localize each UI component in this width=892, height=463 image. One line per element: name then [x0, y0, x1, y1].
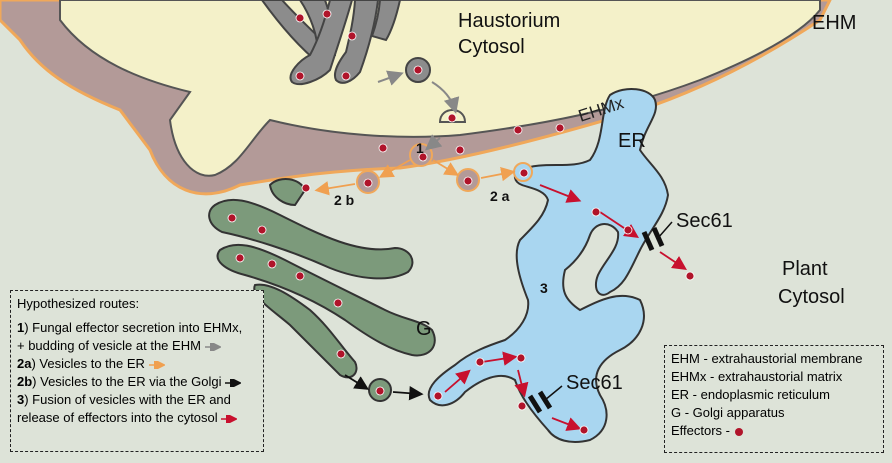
arrows-orange: [314, 159, 516, 196]
route-2a: 2a) Vesicles to the ER: [17, 356, 165, 371]
arrows-gray: [377, 70, 460, 151]
fungal-secretory-tubes: [260, 0, 402, 86]
legend-er: ER - endoplasmic reticulum: [671, 387, 830, 402]
arrows-red: [444, 184, 687, 431]
sec61-channel-top: [641, 221, 673, 252]
route-2b: 2b) Vesicles to the ER via the Golgi: [17, 374, 242, 389]
label-haustorium: Haustorium: [458, 10, 561, 32]
route-3: 3) Fusion of vesicles with the ER and: [17, 392, 231, 407]
effector-markers: [227, 9, 695, 435]
label-golgi: G: [416, 318, 432, 340]
label-ehm: EHM: [812, 12, 857, 34]
label-sec61-bottom: Sec61: [566, 372, 623, 394]
label-haustorium-cytosol: Cytosol: [458, 36, 525, 58]
route-1-cont: + budding of vesicle at the EHM: [17, 338, 221, 353]
golgi-apparatus: [208, 178, 436, 379]
label-er: ER: [618, 130, 646, 152]
arrows-black: [344, 374, 424, 401]
label-step-2b: 2 b: [334, 192, 355, 208]
label-step-1: 1: [416, 140, 424, 156]
legend-effectors: Effectors -: [671, 422, 877, 440]
legend-golgi: G - Golgi apparatus: [671, 405, 785, 420]
effector-icon: [734, 427, 743, 436]
sec61-channel-bottom: [527, 385, 563, 414]
route-3-cont: release of effectors into the cytosol: [17, 410, 238, 425]
legend-ehm: EHM - extrahaustorial membrane: [671, 351, 863, 366]
routes-title: Hypothesized routes:: [17, 296, 140, 311]
label-step-2a: 2 a: [490, 188, 510, 204]
er-network: [427, 88, 670, 443]
label-plant-cytosol: Cytosol: [778, 286, 845, 308]
legend-ehmx: EHMx - extrahaustorial matrix: [671, 369, 843, 384]
label-plant: Plant: [782, 258, 828, 280]
routes-box: Hypothesized routes: 1) Fungal effector …: [10, 290, 264, 452]
label-sec61-top: Sec61: [676, 210, 733, 232]
route-1: 1) Fungal effector secretion into EHMx,: [17, 320, 243, 335]
label-step-3: 3: [540, 280, 548, 296]
legend-box: EHM - extrahaustorial membrane EHMx - ex…: [664, 345, 884, 453]
